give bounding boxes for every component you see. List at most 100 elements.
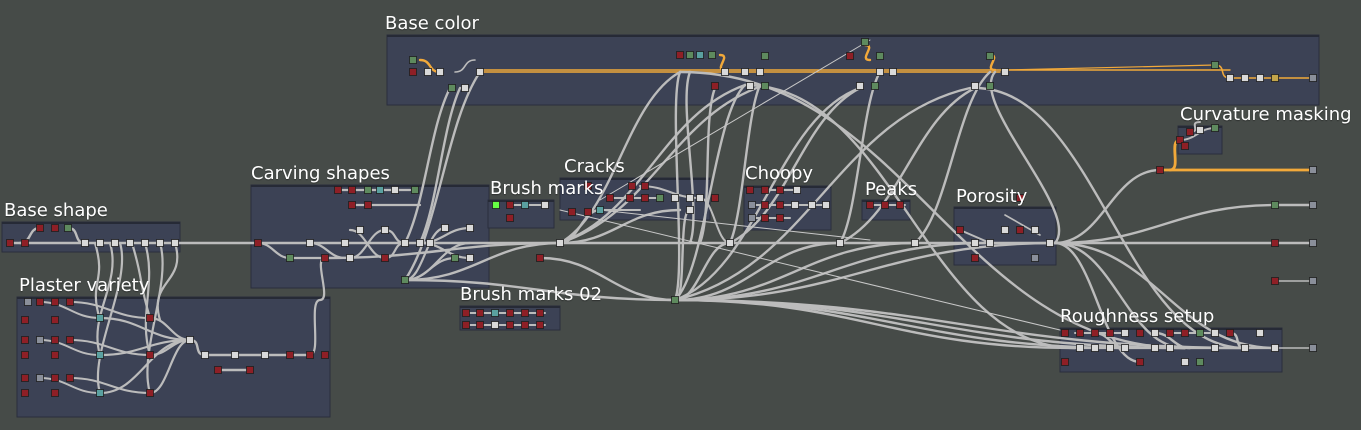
graph-node[interactable]: [21, 389, 29, 397]
graph-node[interactable]: [696, 194, 704, 202]
graph-node[interactable]: [141, 239, 149, 247]
graph-node[interactable]: [1241, 344, 1249, 352]
graph-node[interactable]: [321, 351, 329, 359]
connection-wire[interactable]: [599, 39, 871, 201]
graph-node[interactable]: [381, 254, 389, 262]
graph-node[interactable]: [246, 366, 254, 374]
graph-node[interactable]: [836, 239, 844, 247]
graph-node[interactable]: [1016, 194, 1024, 202]
graph-node[interactable]: [36, 298, 44, 306]
connection-wire[interactable]: [323, 241, 562, 260]
graph-node[interactable]: [876, 68, 884, 76]
connection-wire[interactable]: [1004, 64, 1216, 71]
connection-wire[interactable]: [39, 377, 101, 394]
connection-wire[interactable]: [403, 70, 482, 282]
graph-node[interactable]: [6, 239, 14, 247]
frame-porosity[interactable]: [953, 206, 1057, 266]
graph-node[interactable]: [1136, 329, 1144, 337]
graph-node[interactable]: [761, 201, 769, 209]
graph-node[interactable]: [286, 254, 294, 262]
connection-wire[interactable]: [1053, 203, 1277, 245]
graph-node[interactable]: [409, 68, 417, 76]
graph-node[interactable]: [171, 239, 179, 247]
graph-node[interactable]: [536, 321, 544, 329]
graph-node[interactable]: [1031, 226, 1039, 234]
graph-node[interactable]: [1061, 358, 1069, 366]
graph-node[interactable]: [96, 351, 104, 359]
graph-node[interactable]: [584, 208, 592, 216]
graph-node[interactable]: [1226, 329, 1234, 337]
graph-node[interactable]: [1091, 329, 1099, 337]
graph-node[interactable]: [541, 201, 549, 209]
graph-node[interactable]: [971, 254, 979, 262]
graph-node[interactable]: [866, 201, 874, 209]
connection-wire[interactable]: [538, 256, 677, 302]
graph-node[interactable]: [861, 38, 869, 46]
graph-node[interactable]: [466, 254, 474, 262]
graph-node[interactable]: [856, 82, 864, 90]
graph-node[interactable]: [1309, 239, 1317, 247]
graph-node[interactable]: [156, 239, 164, 247]
graph-node[interactable]: [51, 374, 59, 382]
graph-node[interactable]: [411, 186, 419, 194]
graph-node[interactable]: [1256, 74, 1264, 82]
graph-node[interactable]: [476, 309, 484, 317]
graph-node[interactable]: [401, 276, 409, 284]
graph-node[interactable]: [24, 298, 32, 306]
frame-label-porosity[interactable]: Porosity: [956, 186, 1028, 207]
graph-node[interactable]: [96, 389, 104, 397]
graph-node[interactable]: [66, 298, 74, 306]
connection-wire[interactable]: [93, 241, 102, 322]
graph-node[interactable]: [776, 201, 784, 209]
graph-node[interactable]: [1211, 344, 1219, 352]
graph-node[interactable]: [506, 214, 514, 222]
graph-node[interactable]: [746, 186, 754, 194]
graph-node[interactable]: [1156, 166, 1164, 174]
graph-node[interactable]: [36, 336, 44, 344]
graph-node[interactable]: [1211, 124, 1219, 132]
graph-node[interactable]: [1271, 344, 1279, 352]
graph-node[interactable]: [1211, 329, 1219, 337]
graph-node[interactable]: [536, 254, 544, 262]
connection-wire[interactable]: [673, 298, 1127, 350]
connection-wire[interactable]: [673, 86, 862, 302]
graph-node[interactable]: [476, 68, 484, 76]
frame-label-plaster-variety[interactable]: Plaster variety: [19, 275, 150, 296]
graph-node[interactable]: [871, 82, 879, 90]
graph-node[interactable]: [506, 309, 514, 317]
graph-node[interactable]: [1196, 358, 1204, 366]
graph-node[interactable]: [986, 52, 994, 60]
graph-node[interactable]: [776, 214, 784, 222]
connection-wire[interactable]: [559, 209, 1061, 331]
graph-node[interactable]: [1241, 74, 1249, 82]
graph-node[interactable]: [1226, 74, 1234, 82]
connection-wire[interactable]: [403, 86, 452, 245]
graph-node[interactable]: [676, 51, 684, 59]
graph-node[interactable]: [231, 351, 239, 359]
frame-label-base-color[interactable]: Base color: [385, 13, 479, 34]
graph-node[interactable]: [556, 239, 564, 247]
connection-wire[interactable]: [148, 338, 192, 395]
graph-node[interactable]: [401, 239, 409, 247]
graph-node[interactable]: [146, 314, 154, 322]
graph-node[interactable]: [64, 224, 72, 232]
graph-node[interactable]: [334, 186, 342, 194]
graph-node[interactable]: [746, 82, 754, 90]
connection-wire[interactable]: [728, 86, 862, 245]
graph-node[interactable]: [721, 68, 729, 76]
graph-node[interactable]: [1091, 344, 1099, 352]
connection-wire[interactable]: [673, 241, 842, 302]
graph-node[interactable]: [21, 336, 29, 344]
graph-node[interactable]: [1106, 329, 1114, 337]
graph-node[interactable]: [461, 84, 469, 92]
graph-node[interactable]: [321, 254, 329, 262]
graph-node[interactable]: [1016, 226, 1024, 234]
graph-node[interactable]: [286, 351, 294, 359]
graph-node[interactable]: [656, 194, 664, 202]
graph-node[interactable]: [808, 201, 816, 209]
graph-node[interactable]: [451, 254, 459, 262]
graph-node[interactable]: [971, 82, 979, 90]
connection-wire[interactable]: [98, 316, 192, 342]
graph-node[interactable]: [686, 194, 694, 202]
graph-node[interactable]: [51, 224, 59, 232]
